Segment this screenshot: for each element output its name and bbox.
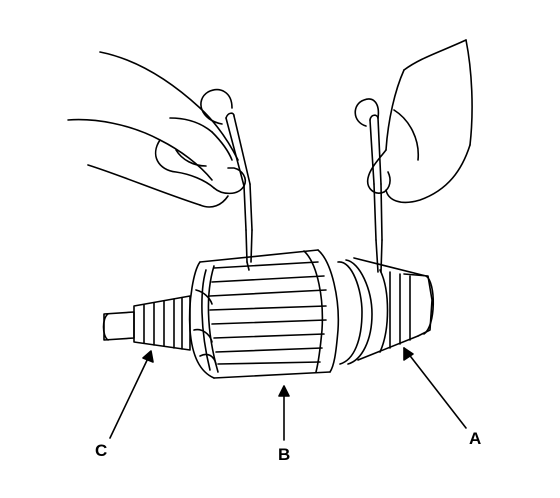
leader-arrows	[109, 347, 467, 441]
label-a: A	[469, 429, 482, 448]
splined-section	[133, 295, 191, 351]
arrow-a-line	[403, 347, 467, 429]
arrow-a-head	[403, 347, 414, 361]
right-test-probe	[354, 98, 383, 273]
label-b: B	[278, 445, 291, 464]
left-hand	[67, 51, 247, 208]
left-test-probe	[200, 88, 253, 271]
commutator	[337, 257, 435, 365]
label-c: C	[95, 441, 108, 460]
arrow-b-head	[278, 385, 290, 397]
arrow-c-line	[109, 353, 151, 439]
left-shaft	[103, 311, 135, 341]
arrow-c-head	[142, 350, 154, 363]
armature	[102, 249, 435, 379]
right-hand	[366, 39, 473, 204]
armature-core	[188, 249, 340, 379]
